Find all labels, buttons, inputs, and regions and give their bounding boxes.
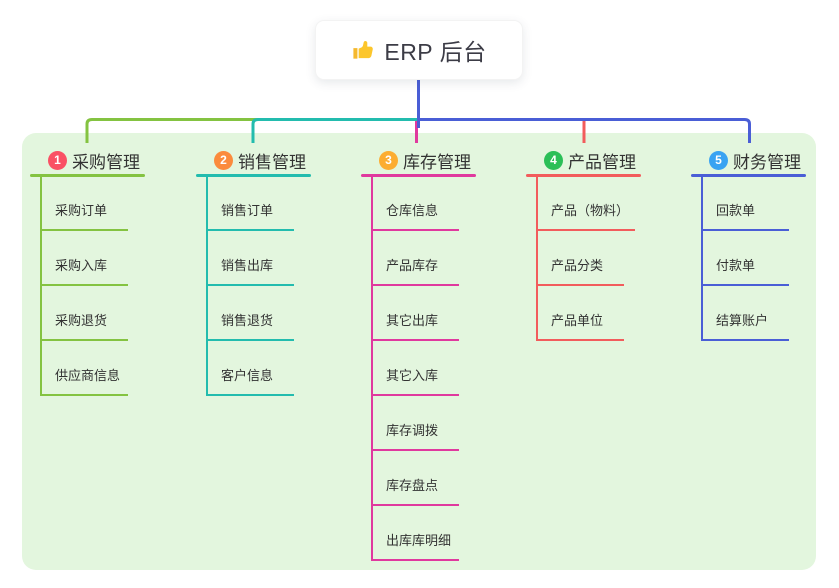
child-node[interactable]: 销售退货 <box>206 312 294 341</box>
child-node[interactable]: 库存盘点 <box>371 477 459 506</box>
branch-spine-line <box>206 177 208 396</box>
child-node[interactable]: 出库库明细 <box>371 532 459 561</box>
child-node[interactable]: 销售出库 <box>206 257 294 286</box>
branch-number-badge: 5 <box>709 150 728 170</box>
branches-panel <box>22 133 816 570</box>
branch-label: 库存管理 <box>403 152 471 172</box>
branch-connector <box>251 118 419 143</box>
branch-number-badge: 2 <box>214 150 233 170</box>
child-node[interactable]: 仓库信息 <box>371 202 459 231</box>
child-node[interactable]: 付款单 <box>701 257 789 286</box>
child-node[interactable]: 供应商信息 <box>40 367 128 396</box>
root-node[interactable]: ERP 后台 <box>315 20 523 80</box>
branch-underline <box>196 174 311 177</box>
child-node[interactable]: 其它出库 <box>371 312 459 341</box>
branch-number-badge: 1 <box>48 150 67 170</box>
child-node[interactable]: 采购入库 <box>40 257 128 286</box>
branch-underline <box>361 174 476 177</box>
branch-spine-line <box>371 177 373 561</box>
branch-spine-line <box>701 177 703 341</box>
child-node[interactable]: 客户信息 <box>206 367 294 396</box>
branch-underline <box>526 174 641 177</box>
branch-connector <box>418 118 751 143</box>
child-node[interactable]: 产品分类 <box>536 257 624 286</box>
branch-connector <box>85 118 258 143</box>
child-node[interactable]: 销售订单 <box>206 202 294 231</box>
child-node[interactable]: 产品单位 <box>536 312 624 341</box>
branch-number-badge: 3 <box>379 150 398 170</box>
child-node[interactable]: 产品库存 <box>371 257 459 286</box>
child-node[interactable]: 采购订单 <box>40 202 128 231</box>
branch-label: 财务管理 <box>733 152 801 172</box>
branch-underline <box>30 174 145 177</box>
branch-label: 销售管理 <box>238 152 306 172</box>
child-node[interactable]: 结算账户 <box>701 312 789 341</box>
child-node[interactable]: 回款单 <box>701 202 789 231</box>
thumbs-up-icon <box>353 40 374 59</box>
branch-spine-line <box>536 177 538 341</box>
child-node[interactable]: 采购退货 <box>40 312 128 341</box>
child-node[interactable]: 其它入库 <box>371 367 459 396</box>
root-node-label: ERP 后台 <box>384 39 487 65</box>
branch-number-badge: 4 <box>544 150 563 170</box>
branch-label: 采购管理 <box>72 152 140 172</box>
branch-label: 产品管理 <box>568 152 636 172</box>
branch-underline <box>691 174 806 177</box>
branch-spine-line <box>40 177 42 396</box>
child-node[interactable]: 产品（物料） <box>536 202 636 231</box>
child-node[interactable]: 库存调拨 <box>371 422 459 451</box>
